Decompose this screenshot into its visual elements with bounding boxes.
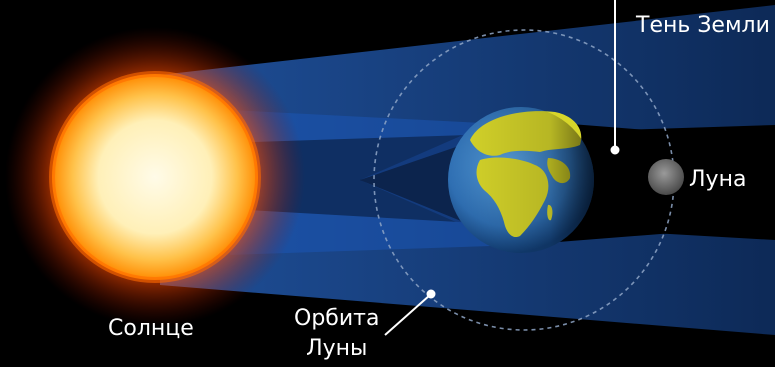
orbit-pointer-line bbox=[384, 294, 431, 336]
earth bbox=[448, 107, 594, 253]
moon-orbit-label: Орбита Луны bbox=[294, 308, 379, 360]
sun-label: Солнце bbox=[108, 316, 194, 341]
shadow-pointer-dot bbox=[610, 145, 620, 155]
sun bbox=[5, 27, 305, 327]
sun-rim bbox=[49, 71, 261, 283]
orbit-pointer-dot bbox=[426, 289, 436, 299]
pointer-lines bbox=[384, 0, 620, 336]
upper-light-cone bbox=[160, 5, 775, 145]
moon-orbit-label-line1: Орбита bbox=[294, 306, 380, 331]
moon-label: Луна bbox=[689, 167, 747, 192]
earth-shade bbox=[448, 107, 594, 253]
moon bbox=[648, 159, 684, 195]
earth-shadow-label: Тень Земли bbox=[636, 13, 770, 38]
sun-body bbox=[52, 74, 258, 280]
moon-orbit-label-line2: Луны bbox=[306, 336, 368, 361]
